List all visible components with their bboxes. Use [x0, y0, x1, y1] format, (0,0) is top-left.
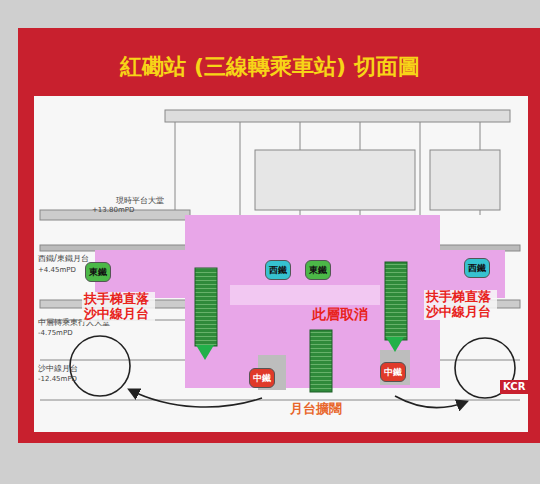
curved-arrow	[395, 396, 466, 407]
lift-label: 西鐵	[269, 264, 287, 277]
down-arrow	[196, 345, 214, 360]
lift-box: 東鐵	[305, 260, 331, 280]
curved-arrow	[130, 390, 262, 407]
escalator	[195, 268, 217, 346]
annotation-text: 西鐵/東鐵月台	[38, 254, 89, 263]
lift-shaft	[380, 350, 410, 385]
lift-label: 東鐵	[89, 266, 107, 279]
annotation-text: 月台擴闊	[288, 402, 344, 417]
mezzanine	[230, 285, 380, 305]
annotation-text: +4.45mPD	[38, 266, 76, 274]
lift-label: 中鐵	[253, 372, 271, 385]
lift-box: 中鐵	[249, 368, 275, 388]
lift-label: 東鐵	[309, 264, 327, 277]
annotation-text: 扶手梯直落 沙中線月台	[82, 292, 155, 322]
structure-lines	[40, 110, 520, 400]
annotation-text: -4.75mPD	[38, 329, 73, 337]
annotation-text: 扶手梯直落 沙中線月台	[424, 290, 497, 320]
lift-box: 東鐵	[85, 262, 111, 282]
down-arrow	[386, 337, 404, 352]
annotation-text: 沙中線月台	[38, 364, 78, 373]
lift-box: 西鐵	[265, 260, 291, 280]
annotation-text: -12.45mPD	[38, 375, 77, 383]
title: 紅磡站 (三線轉乘車站) 切面圖	[0, 54, 540, 79]
annotation-text: 此層取消	[312, 306, 368, 322]
lift-box: 中鐵	[380, 362, 406, 382]
annotation-text: +13.80mPD	[92, 206, 134, 214]
annotation-text: KCR	[500, 380, 528, 394]
concourse-area	[95, 215, 505, 388]
escalator	[385, 262, 407, 340]
lift-box: 西鐵	[464, 258, 490, 278]
lift-label: 中鐵	[384, 366, 402, 379]
lift-label: 西鐵	[468, 262, 486, 275]
red-frame	[18, 28, 540, 443]
escalator	[310, 330, 332, 392]
annotation-text: 現時平台大堂	[116, 196, 164, 205]
white-panel	[34, 96, 528, 432]
platform-circle	[70, 336, 130, 396]
